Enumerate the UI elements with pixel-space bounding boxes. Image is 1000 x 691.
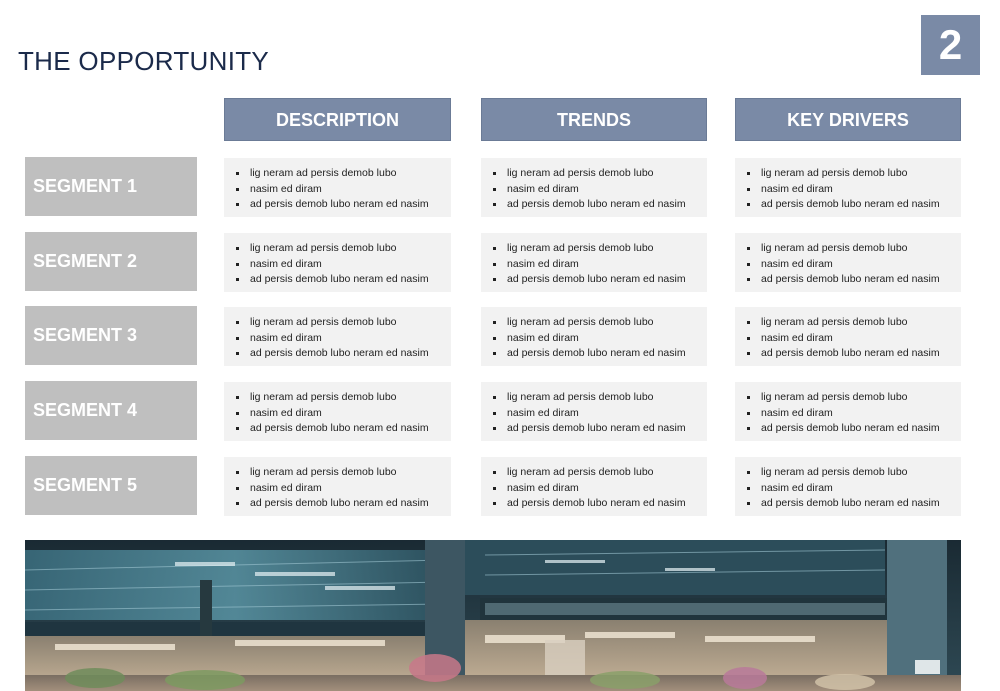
bullet-item: lig neram ad persis demob lubo: [491, 241, 699, 257]
column-header-key-drivers: KEY DRIVERS: [735, 98, 961, 141]
bullet-item: ad persis demob lubo neram ed nasim: [491, 346, 699, 362]
bullet-item: nasim ed diram: [745, 182, 953, 198]
page-number-badge: 2: [921, 15, 980, 75]
bullet-item: lig neram ad persis demob lubo: [234, 315, 443, 331]
bullet-item: ad persis demob lubo neram ed nasim: [745, 346, 953, 362]
segment-label-2: SEGMENT 2: [25, 232, 197, 291]
bullet-item: lig neram ad persis demob lubo: [745, 166, 953, 182]
bullet-item: ad persis demob lubo neram ed nasim: [234, 197, 443, 213]
bullet-item: ad persis demob lubo neram ed nasim: [234, 421, 443, 437]
segment-label-1: SEGMENT 1: [25, 157, 197, 216]
bullet-item: lig neram ad persis demob lubo: [491, 465, 699, 481]
bullet-item: lig neram ad persis demob lubo: [745, 315, 953, 331]
bullet-item: lig neram ad persis demob lubo: [745, 390, 953, 406]
bullet-item: nasim ed diram: [745, 406, 953, 422]
bullet-item: lig neram ad persis demob lubo: [234, 241, 443, 257]
mall-storefront-photo: [25, 540, 961, 691]
column-header-trends: TRENDS: [481, 98, 707, 141]
bullet-item: ad persis demob lubo neram ed nasim: [491, 421, 699, 437]
bullet-item: nasim ed diram: [491, 182, 699, 198]
bullet-item: nasim ed diram: [491, 481, 699, 497]
bullet-item: nasim ed diram: [491, 331, 699, 347]
bullet-item: nasim ed diram: [745, 331, 953, 347]
bullet-item: ad persis demob lubo neram ed nasim: [234, 496, 443, 512]
segment-label-5: SEGMENT 5: [25, 456, 197, 515]
bullet-item: nasim ed diram: [491, 406, 699, 422]
bullet-item: nasim ed diram: [234, 257, 443, 273]
bullet-item: lig neram ad persis demob lubo: [491, 166, 699, 182]
bullet-item: ad persis demob lubo neram ed nasim: [745, 272, 953, 288]
bullet-item: lig neram ad persis demob lubo: [491, 390, 699, 406]
bullet-item: ad persis demob lubo neram ed nasim: [491, 496, 699, 512]
bullet-item: nasim ed diram: [491, 257, 699, 273]
bullet-item: ad persis demob lubo neram ed nasim: [491, 197, 699, 213]
bullet-item: nasim ed diram: [745, 481, 953, 497]
bullet-item: nasim ed diram: [234, 406, 443, 422]
bullet-item: ad persis demob lubo neram ed nasim: [745, 421, 953, 437]
bullet-item: lig neram ad persis demob lubo: [234, 465, 443, 481]
bullet-item: lig neram ad persis demob lubo: [745, 465, 953, 481]
bullet-item: ad persis demob lubo neram ed nasim: [234, 272, 443, 288]
bullet-item: nasim ed diram: [234, 331, 443, 347]
page-title: THE OPPORTUNITY: [18, 46, 270, 76]
bullet-item: nasim ed diram: [745, 257, 953, 273]
segment-label-3: SEGMENT 3: [25, 306, 197, 365]
bullet-item: lig neram ad persis demob lubo: [234, 390, 443, 406]
bullet-item: ad persis demob lubo neram ed nasim: [491, 272, 699, 288]
bullet-item: ad persis demob lubo neram ed nasim: [745, 496, 953, 512]
bullet-item: lig neram ad persis demob lubo: [491, 315, 699, 331]
bullet-item: lig neram ad persis demob lubo: [234, 166, 443, 182]
bullet-item: ad persis demob lubo neram ed nasim: [745, 197, 953, 213]
segment-label-4: SEGMENT 4: [25, 381, 197, 440]
bullet-item: ad persis demob lubo neram ed nasim: [234, 346, 443, 362]
bullet-item: lig neram ad persis demob lubo: [745, 241, 953, 257]
column-header-description: DESCRIPTION: [224, 98, 451, 141]
bullet-item: nasim ed diram: [234, 182, 443, 198]
bullet-item: nasim ed diram: [234, 481, 443, 497]
